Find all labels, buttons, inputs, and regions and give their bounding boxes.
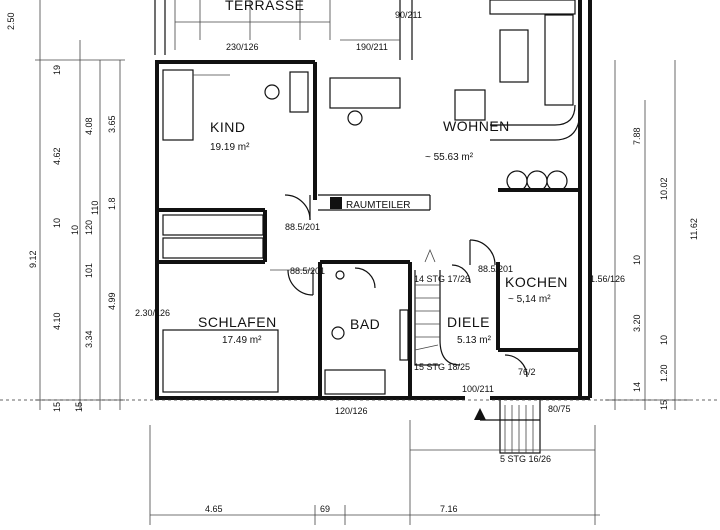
staircase (414, 248, 461, 366)
area-schlafen: 17.49 m² (222, 335, 262, 346)
label-wohnen: WOHNEN (443, 118, 510, 134)
label-stairs-upper: 14 STG 17/26 (414, 274, 470, 284)
door-swings (284, 194, 528, 378)
dim-left-total: 9.12 (28, 250, 38, 268)
dim-right-2: 10.02 (659, 177, 669, 200)
label-stairs-entry: 5 STG 16/26 (500, 454, 551, 464)
entry-steps (474, 397, 541, 454)
dim-inner-2: 1.8 (107, 197, 117, 210)
dim-right-3: 11.62 (689, 218, 699, 240)
dim-terrasse-door-2: 90/211 (395, 10, 422, 20)
dim-left-lower: 4.10 (52, 312, 62, 330)
label-kind: KIND (210, 119, 245, 135)
dim-left-top: 2.50 (6, 12, 16, 30)
dim-entry-steps: 80/75 (548, 404, 571, 414)
dim-terrasse-door: 190/211 (356, 42, 388, 52)
area-wohnen: ~ 55.63 m² (425, 152, 474, 163)
dim-right-4: 10 (632, 255, 642, 265)
dim-diele-small: 76/2 (518, 367, 536, 377)
dim-small-2: 10 (52, 218, 62, 228)
wohnen-furniture (329, 0, 581, 209)
dim-left-upper: 4.62 (52, 147, 62, 165)
area-diele: 5.13 m² (457, 335, 492, 346)
dim-right-9: 15 (659, 400, 669, 410)
schlafen-bad-furniture (162, 269, 409, 395)
dim-right-8: 14 (632, 382, 642, 392)
dim-mid-3: 120 (84, 220, 94, 235)
area-kind: 19.19 m² (210, 142, 250, 153)
dim-bottom-1: 4.65 (205, 504, 223, 514)
label-bad: BAD (350, 316, 380, 332)
label-terrasse: TERRASSE (225, 0, 304, 13)
dim-inner-1: 3.65 (107, 115, 117, 133)
dim-kochen-window: 1.56/126 (590, 274, 625, 284)
dim-right-7: 1.20 (659, 364, 669, 382)
dim-mid-1: 4.08 (84, 117, 94, 135)
dim-mid-5: 3.34 (84, 330, 94, 348)
dim-inner-3: 4.99 (107, 292, 117, 310)
dim-terrasse-window: 230/126 (226, 42, 259, 52)
dim-right-1: 7.88 (632, 127, 642, 145)
interior-walls (157, 188, 582, 398)
dim-kochen-door: 88.5/201 (478, 264, 513, 274)
dim-schlafen-door: 88.5/201 (290, 266, 325, 276)
label-raumteiler: RAUMTEILER (346, 200, 410, 211)
dim-small-4: 15 (52, 402, 62, 412)
dim-mid-4: 101 (84, 263, 94, 278)
dim-bad-window: 120/126 (335, 406, 368, 416)
label-stairs-lower: 15 STG 18/25 (414, 362, 470, 372)
label-diele: DIELE (447, 314, 490, 330)
dim-schlafen-window: 2.30/126 (135, 308, 170, 318)
dim-right-5: 3.20 (632, 314, 642, 332)
dim-small-3: 110 (90, 201, 100, 215)
dim-inner-4: 15 (74, 402, 84, 412)
label-schlafen: SCHLAFEN (198, 314, 277, 330)
dim-small-1: 19 (52, 65, 62, 75)
terrasse-area (154, 0, 413, 60)
dim-bottom-3: 7.16 (440, 504, 458, 514)
dim-entry-door: 100/211 (462, 384, 494, 394)
dim-right-6: 10 (659, 335, 669, 345)
label-kochen: KOCHEN (505, 274, 568, 290)
dim-mid-2: 10 (70, 225, 80, 235)
area-kochen: ~ 5,14 m² (508, 294, 551, 305)
dim-kind-door: 88.5/201 (285, 222, 320, 232)
kind-furniture (162, 69, 309, 259)
dim-bottom-2: 69 (320, 504, 330, 514)
